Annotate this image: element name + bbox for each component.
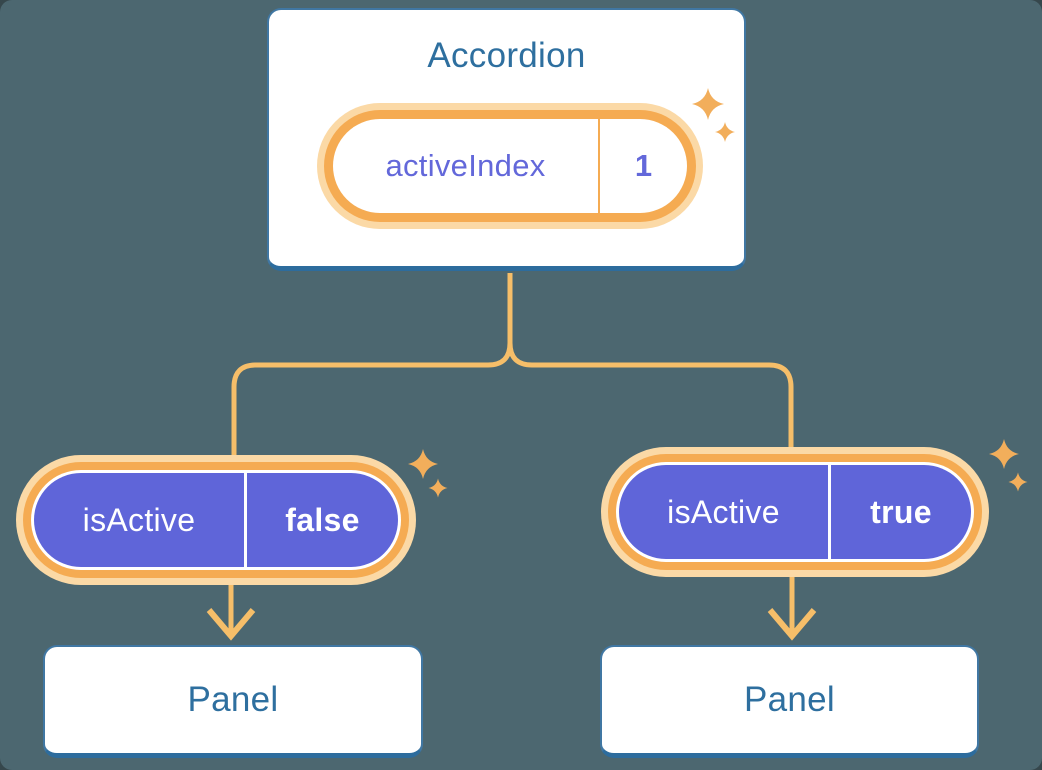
state-pill-ring: activeIndex 1 [324,110,696,222]
state-value-label: 1 [634,148,653,183]
panel-component-box-right: Panel [600,645,979,758]
sparkle-icon [428,478,448,498]
arrow-down-icon [767,575,817,641]
prop-pill-isactive-false: isActive false [16,455,416,585]
component-title: Panel [187,680,279,719]
state-value-cell: 1 [600,119,687,213]
panel-component-box-left: Panel [43,645,423,758]
prop-value-label: false [285,501,360,538]
prop-name-label: isActive [82,501,196,538]
state-name-cell: activeIndex [333,119,598,213]
prop-pill-body: isActive true [616,462,974,562]
connector-branch-right [507,273,794,452]
state-pill-activeindex: activeIndex 1 [317,103,703,229]
prop-pill-isactive-true: isActive true [601,447,989,577]
prop-value-label: true [870,493,932,530]
pill-divider [828,465,831,559]
pill-divider [598,119,600,213]
prop-pill-ring: isActive false [23,462,409,578]
prop-name-label: isActive [667,493,780,530]
state-pill-body: activeIndex 1 [333,119,687,213]
arrow-down-icon [206,583,256,641]
prop-name-cell: isActive [619,465,828,559]
sparkle-icon [1008,472,1028,492]
prop-pill-body: isActive false [31,470,401,570]
prop-value-cell: false [247,473,398,567]
prop-pill-ring: isActive true [608,454,982,570]
pill-divider [244,473,247,567]
component-title: Accordion [427,36,586,75]
sparkle-icon [408,449,438,479]
prop-pill-fill: isActive false [34,473,398,567]
sparkle-icon [989,439,1019,469]
state-name-label: activeIndex [385,148,546,183]
prop-pill-fill: isActive true [619,465,971,559]
prop-name-cell: isActive [34,473,244,567]
component-title: Panel [743,680,836,719]
prop-value-cell: true [831,465,971,559]
connector-branch-left [231,273,513,460]
